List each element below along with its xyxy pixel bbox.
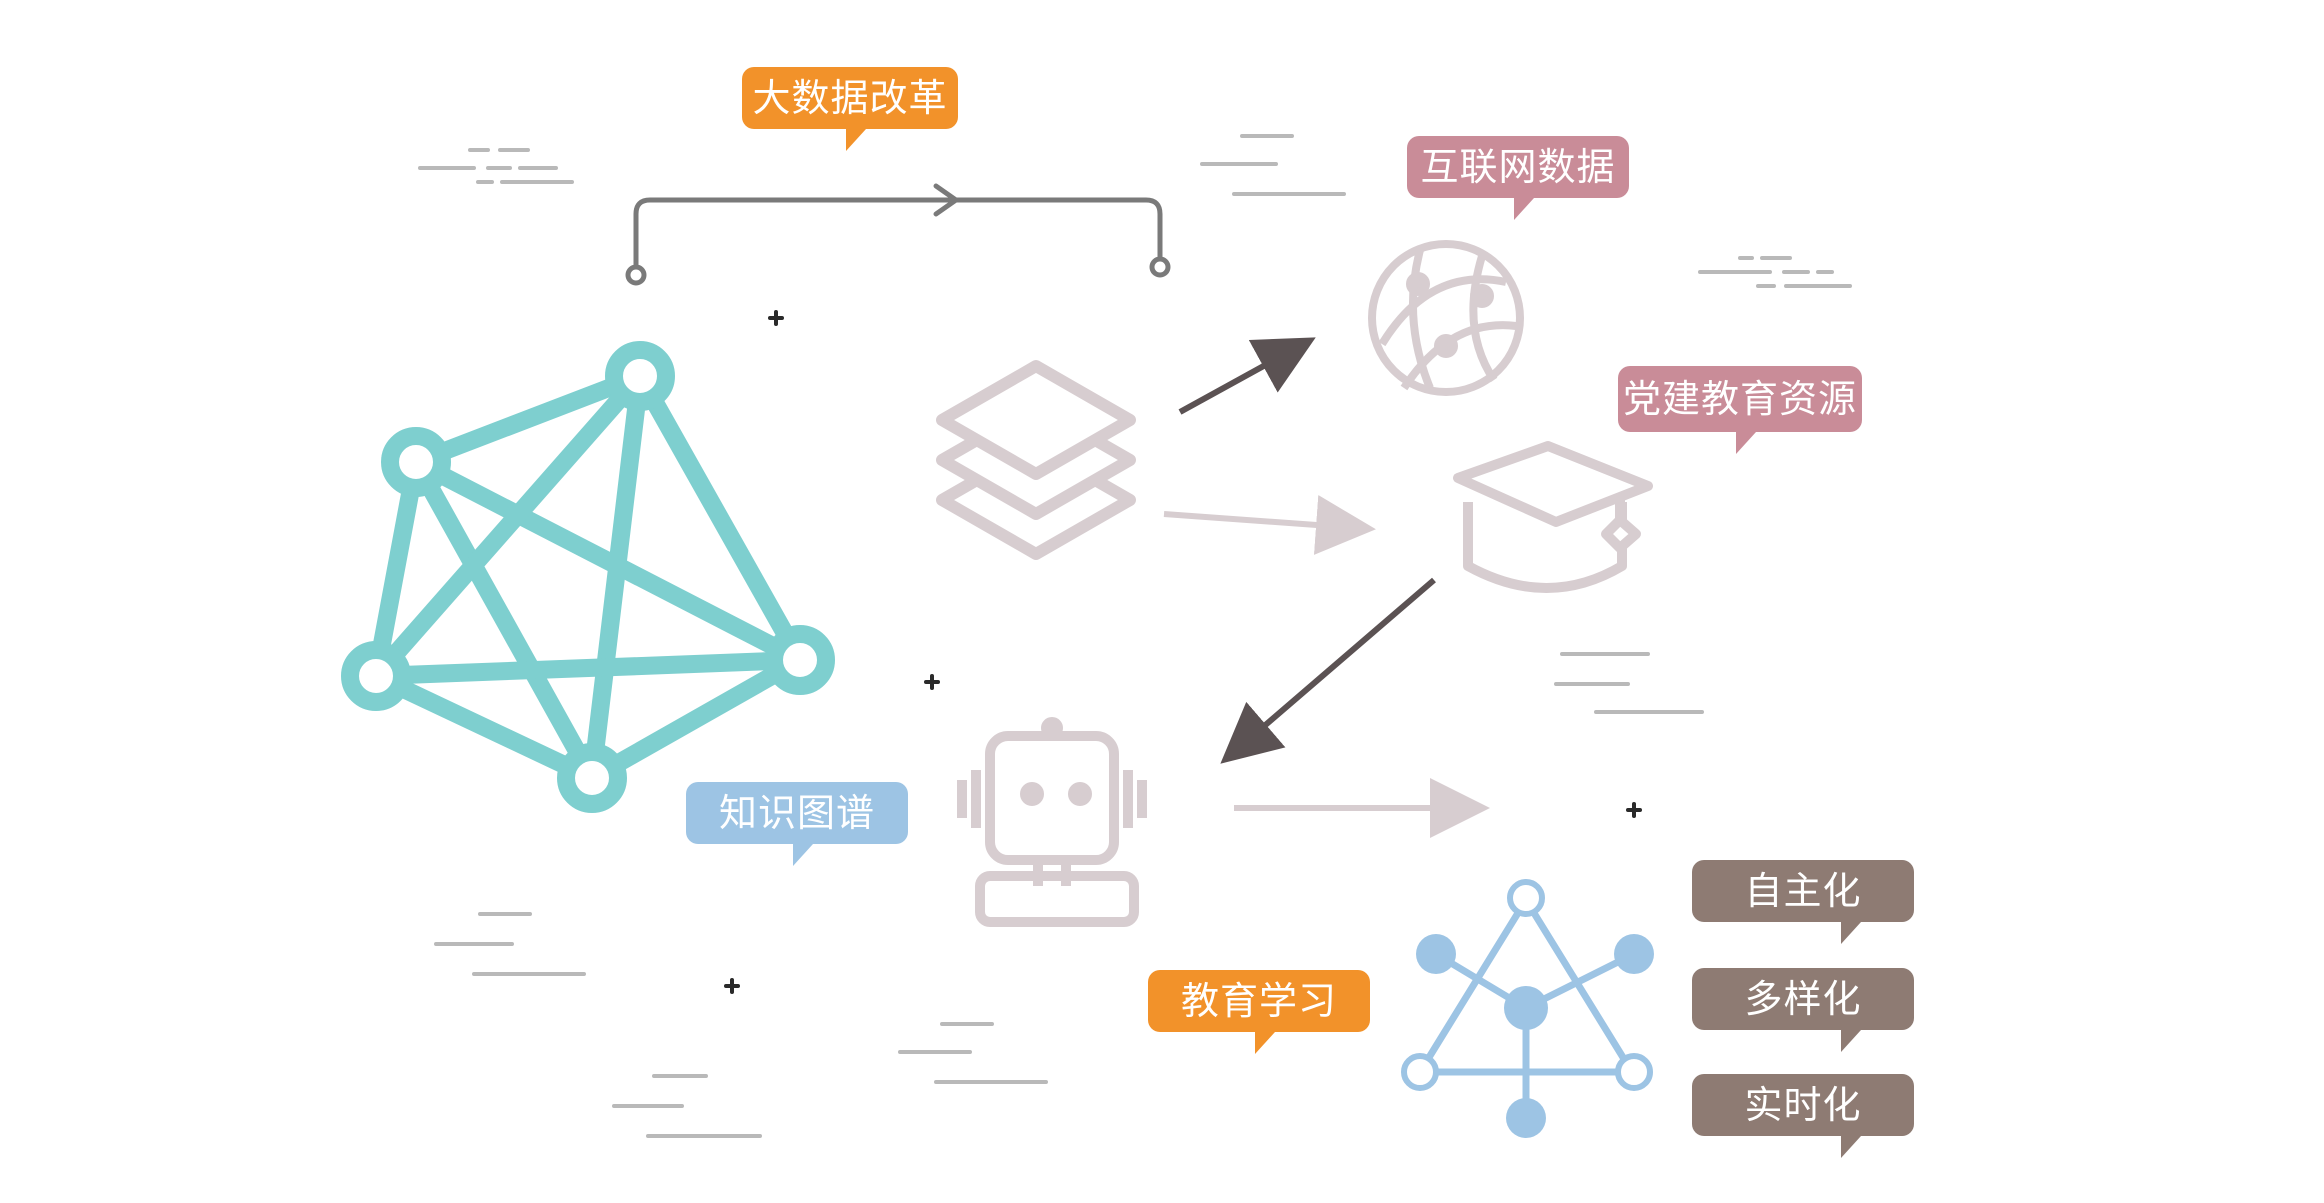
label-realtime: 实时化 <box>1692 1074 1914 1158</box>
decor-plus-marks <box>724 310 1642 994</box>
arrow-to-internet <box>1178 337 1316 415</box>
robot-icon <box>957 717 1147 927</box>
graduation-cap-icon <box>1453 441 1653 593</box>
label-diversified: 多样化 <box>1692 968 1914 1052</box>
top-bracket-connector <box>625 183 1171 286</box>
network-graph-icon <box>341 341 835 813</box>
label-big-data-reform: 大数据改革 <box>742 67 958 151</box>
arrow-to-robot <box>1220 577 1436 764</box>
label-party-edu-resources: 党建教育资源 <box>1618 366 1862 454</box>
label-autonomous: 自主化 <box>1692 860 1914 944</box>
arrow-to-cap <box>1163 495 1376 555</box>
layers-stack-icon <box>936 360 1136 560</box>
triangle-network-icon <box>1401 879 1654 1138</box>
label-internet-data: 互联网数据 <box>1407 136 1629 220</box>
decor-dashes <box>418 134 1852 1138</box>
label-education-learning: 教育学习 <box>1148 970 1370 1054</box>
label-knowledge-graph: 知识图谱 <box>686 782 908 866</box>
globe-network-icon <box>1368 240 1524 396</box>
